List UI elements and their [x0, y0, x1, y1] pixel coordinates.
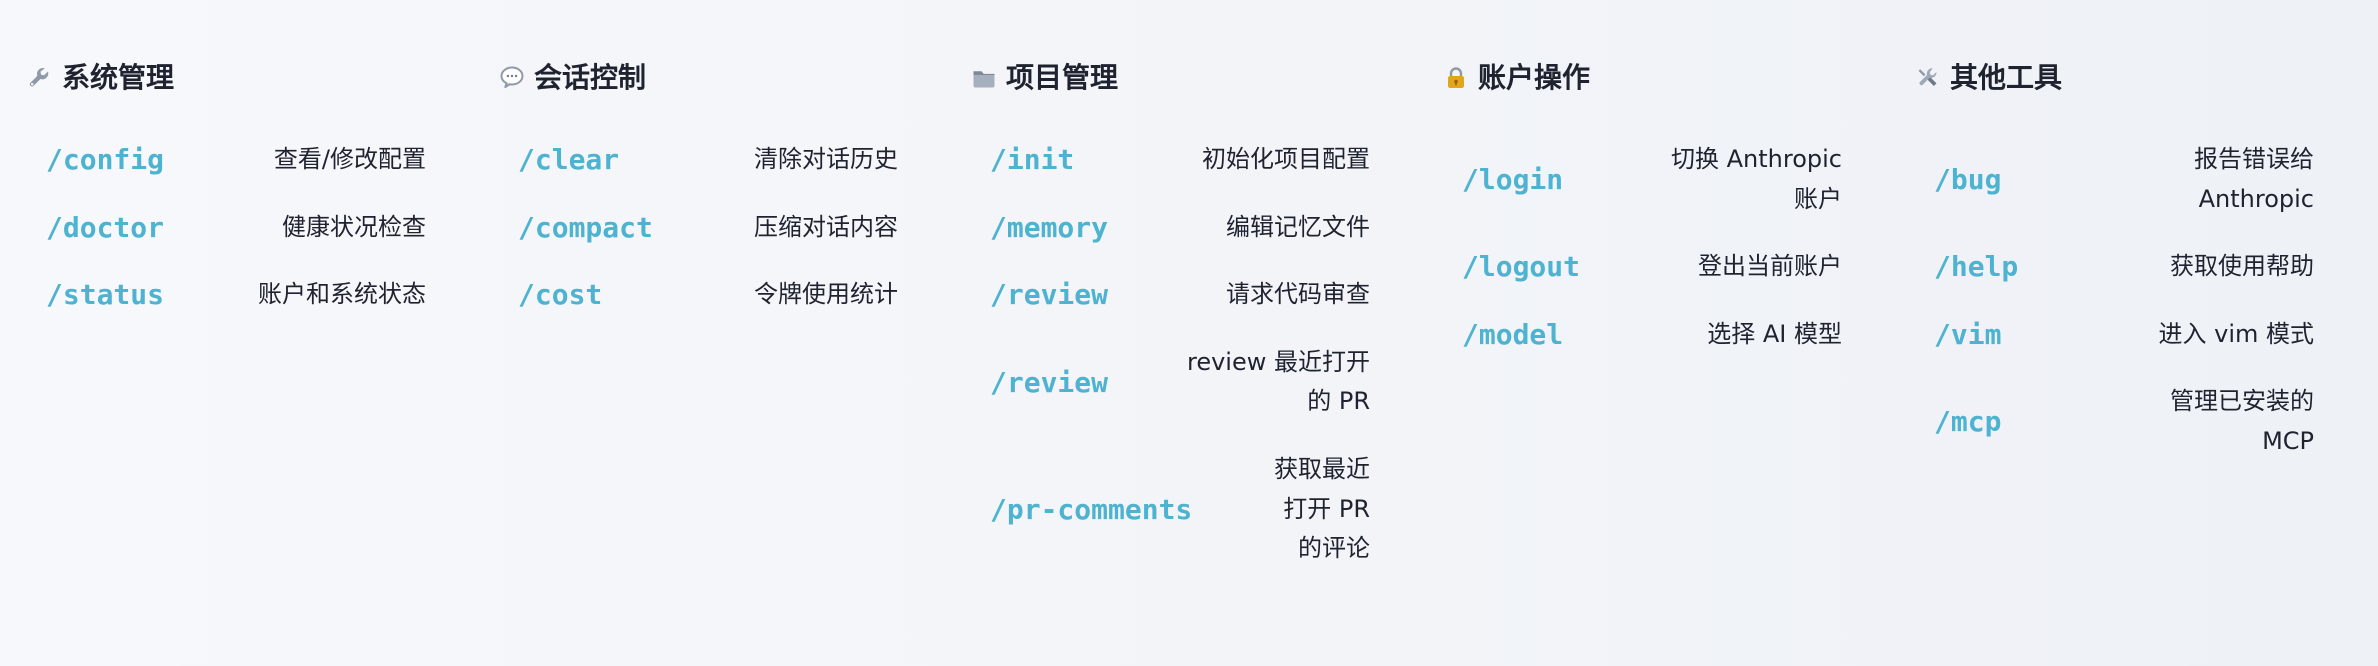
- command-description: 报告错误给 Anthropic: [2194, 145, 2314, 213]
- section-header: 系统管理: [26, 54, 426, 102]
- command-name: /doctor: [46, 210, 165, 244]
- section-title: 账户操作: [1478, 61, 1591, 95]
- command-name: /logout: [1462, 250, 1581, 284]
- lock-icon: [1442, 64, 1470, 92]
- section-header: 其他工具: [1914, 54, 2314, 102]
- command-name: /review: [990, 278, 1109, 312]
- tools-icon: [1914, 64, 1942, 92]
- command-row: /logout 登出当前账户: [1462, 233, 1842, 301]
- command-row: /memory 编辑记忆文件: [990, 194, 1370, 262]
- command-row: /pr-comments 获取最近打开 PR 的评论: [990, 436, 1370, 583]
- command-name: /login: [1462, 162, 1564, 196]
- command-row: /mcp 管理已安装的 MCP: [1934, 368, 2314, 475]
- command-row: /bug 报告错误给 Anthropic: [1934, 126, 2314, 233]
- command-list: /bug 报告错误给 Anthropic /help 获取使用帮助 /vim 进…: [1914, 126, 2314, 476]
- section-title: 其他工具: [1950, 61, 2063, 95]
- command-description: 获取使用帮助: [2170, 252, 2314, 281]
- command-description: 请求代码审查: [1226, 280, 1370, 309]
- command-row: /help 获取使用帮助: [1934, 233, 2314, 301]
- command-description: 获取最近打开 PR 的评论: [1274, 454, 1370, 563]
- section-header: 会话控制: [498, 54, 898, 102]
- section-title: 系统管理: [62, 61, 175, 95]
- command-sections-grid: 系统管理 /config 查看/修改配置 /doctor 健康状况检查 /sta…: [26, 54, 2352, 583]
- command-description: 登出当前账户: [1698, 252, 1842, 281]
- command-name: /help: [1934, 250, 2019, 284]
- command-row: /login 切换 Anthropic 账户: [1462, 126, 1842, 233]
- command-row: /model 选择 AI 模型: [1462, 301, 1842, 369]
- section-other-tools: 其他工具 /bug 报告错误给 Anthropic /help 获取使用帮助 /…: [1914, 54, 2314, 583]
- command-name: /config: [46, 143, 165, 176]
- command-description: 健康状况检查: [282, 212, 426, 241]
- command-row: /status 账户和系统状态: [46, 261, 426, 329]
- command-description: 编辑记忆文件: [1226, 212, 1370, 241]
- command-name: /mcp: [1934, 405, 2002, 439]
- wrench-icon: [26, 64, 54, 92]
- command-description: 初始化项目配置: [1202, 145, 1370, 173]
- section-system-management: 系统管理 /config 查看/修改配置 /doctor 健康状况检查 /sta…: [26, 54, 426, 583]
- command-description: review 最近打开的 PR: [1187, 347, 1370, 416]
- section-title: 会话控制: [534, 61, 647, 95]
- command-name: /compact: [518, 210, 653, 244]
- command-name: /model: [1462, 317, 1564, 351]
- speech-bubble-icon: [498, 64, 526, 92]
- command-name: /pr-comments: [990, 492, 1193, 526]
- command-row: /cost 令牌使用统计: [518, 261, 898, 329]
- command-description: 进入 vim 模式: [2158, 319, 2314, 348]
- command-name: /clear: [518, 143, 620, 176]
- command-row: /review 请求代码审查: [990, 261, 1370, 329]
- section-title: 项目管理: [1006, 61, 1119, 95]
- command-name: /bug: [1934, 162, 2002, 196]
- command-description: 管理已安装的 MCP: [2170, 387, 2314, 455]
- command-row: /init 初始化项目配置: [990, 126, 1370, 194]
- command-name: /review: [990, 365, 1109, 399]
- command-description: 压缩对话内容: [754, 212, 898, 241]
- command-list: /config 查看/修改配置 /doctor 健康状况检查 /status 账…: [26, 126, 426, 329]
- section-account-operations: 账户操作 /login 切换 Anthropic 账户 /logout 登出当前…: [1442, 54, 1842, 583]
- command-row: /vim 进入 vim 模式: [1934, 301, 2314, 369]
- command-name: /cost: [518, 278, 603, 312]
- command-row: /doctor 健康状况检查: [46, 194, 426, 262]
- command-list: /init 初始化项目配置 /memory 编辑记忆文件 /review 请求代…: [970, 126, 1370, 583]
- command-name: /vim: [1934, 317, 2002, 351]
- command-row: /clear 清除对话历史: [518, 126, 898, 194]
- section-session-control: 会话控制 /clear 清除对话历史 /compact 压缩对话内容 /cost…: [498, 54, 898, 583]
- section-header: 账户操作: [1442, 54, 1842, 102]
- command-description: 清除对话历史: [754, 145, 898, 173]
- command-row: /config 查看/修改配置: [46, 126, 426, 194]
- command-description: 账户和系统状态: [258, 280, 426, 309]
- command-name: /memory: [990, 210, 1109, 244]
- command-description: 选择 AI 模型: [1707, 319, 1842, 348]
- command-description: 令牌使用统计: [754, 280, 898, 309]
- section-project-management: 项目管理 /init 初始化项目配置 /memory 编辑记忆文件 /revie…: [970, 54, 1370, 583]
- command-list: /login 切换 Anthropic 账户 /logout 登出当前账户 /m…: [1442, 126, 1842, 368]
- folder-icon: [970, 64, 998, 92]
- command-name: /status: [46, 278, 165, 312]
- command-name: /init: [990, 143, 1075, 176]
- command-row: /compact 压缩对话内容: [518, 194, 898, 262]
- section-header: 项目管理: [970, 54, 1370, 102]
- command-description: 查看/修改配置: [273, 145, 426, 173]
- command-description: 切换 Anthropic 账户: [1671, 145, 1842, 213]
- command-row: /review review 最近打开的 PR: [990, 329, 1370, 436]
- command-list: /clear 清除对话历史 /compact 压缩对话内容 /cost 令牌使用…: [498, 126, 898, 329]
